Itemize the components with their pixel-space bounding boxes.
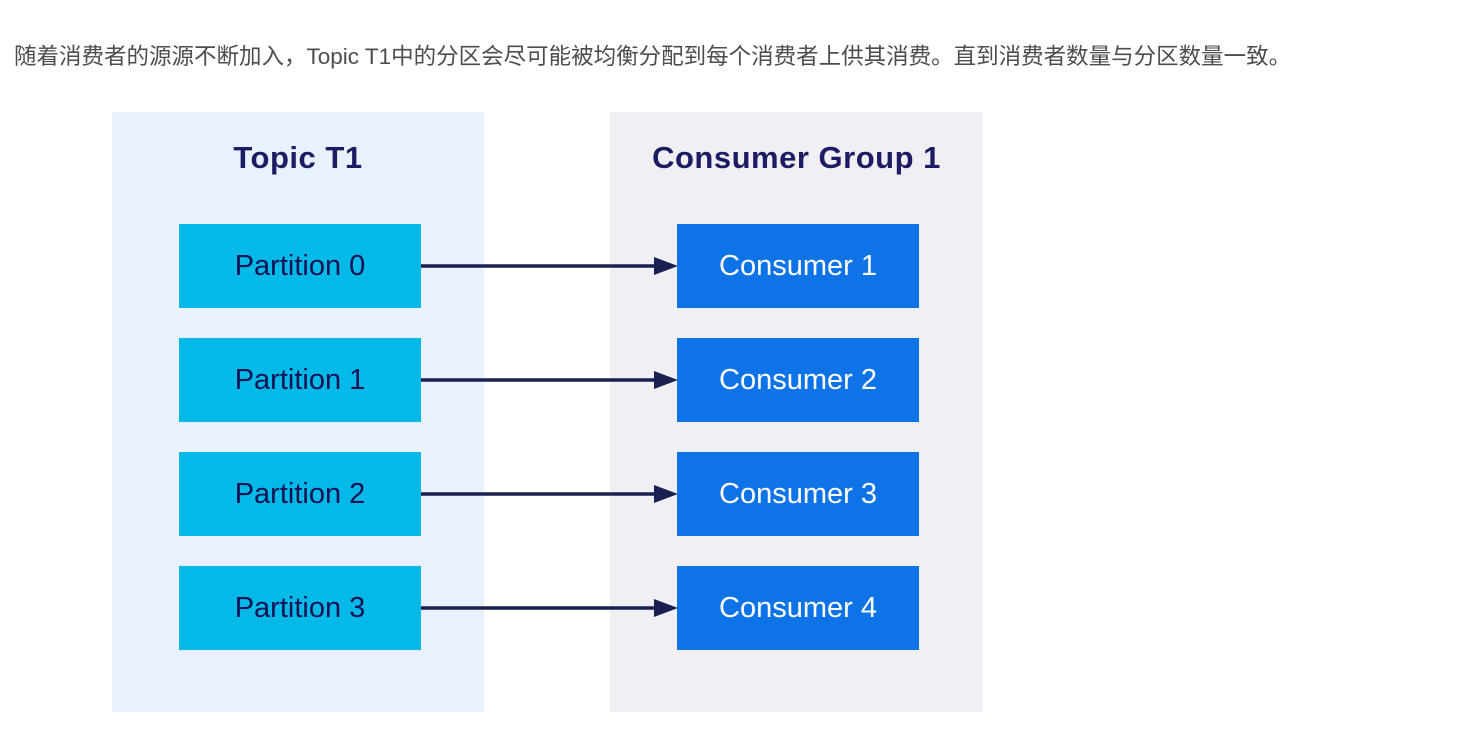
consumer-box-3: Consumer 3 <box>677 452 919 536</box>
partition-label: Partition 2 <box>234 477 366 510</box>
consumer-group-panel: Consumer Group 1 Consumer 1 Consumer 2 C… <box>610 112 983 712</box>
partition-box-3: Partition 3 <box>179 566 421 650</box>
consumer-box-2: Consumer 2 <box>677 338 919 422</box>
consumer-label: Consumer 2 <box>719 363 877 396</box>
consumer-box-1: Consumer 1 <box>677 224 919 308</box>
partition-label: Partition 3 <box>234 591 366 624</box>
partition-label: Partition 0 <box>234 249 366 282</box>
topic-panel-title: Topic T1 <box>233 140 363 175</box>
consumer-label: Consumer 1 <box>719 249 877 282</box>
intro-text: 随着消费者的源源不断加入，Topic T1中的分区会尽可能被均衡分配到每个消费者… <box>14 44 1292 69</box>
partition-box-1: Partition 1 <box>179 338 421 422</box>
partition-box-0: Partition 0 <box>179 224 421 308</box>
partition-label: Partition 1 <box>234 363 366 396</box>
consumer-box-4: Consumer 4 <box>677 566 919 650</box>
partition-box-2: Partition 2 <box>179 452 421 536</box>
topic-panel: Topic T1 Partition 0 Partition 1 Partiti… <box>112 112 484 712</box>
consumer-label: Consumer 3 <box>719 477 877 510</box>
consumer-group-title: Consumer Group 1 <box>652 140 941 175</box>
consumer-label: Consumer 4 <box>719 591 877 624</box>
